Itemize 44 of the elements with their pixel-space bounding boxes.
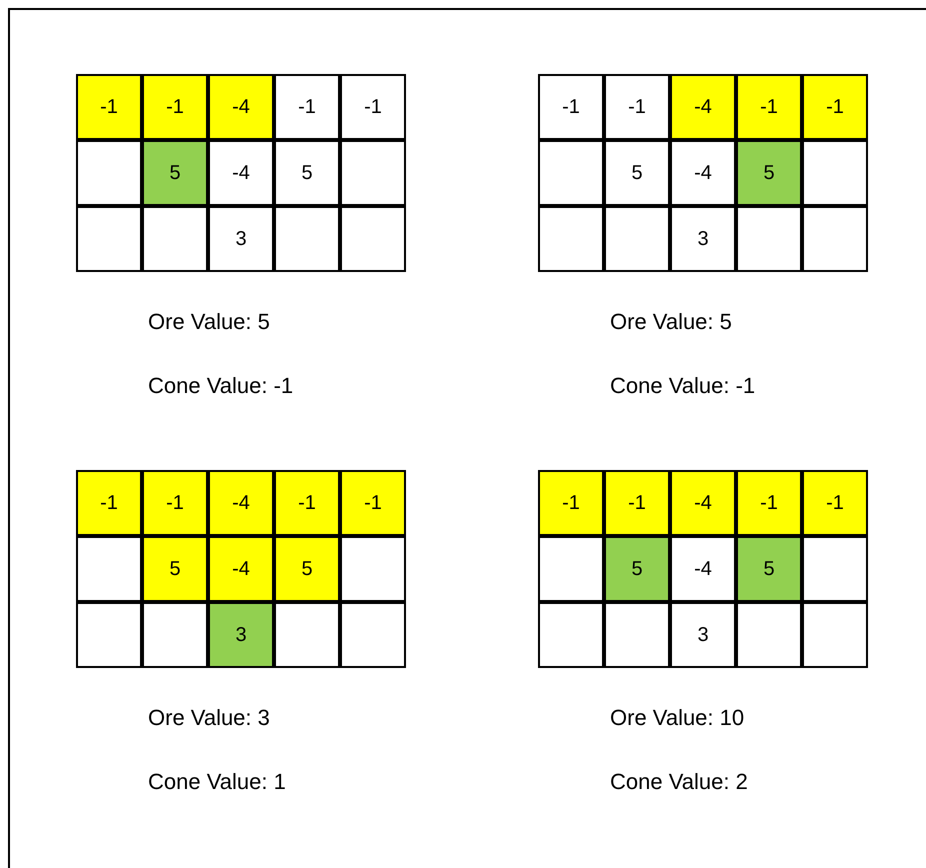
table-cell: 5 bbox=[274, 140, 340, 206]
cone-value-text: Cone Value: -1 bbox=[148, 373, 294, 399]
table-cell: -1 bbox=[736, 74, 802, 140]
table-cell: -1 bbox=[802, 470, 868, 536]
table-cell: -1 bbox=[340, 470, 406, 536]
table-cell: -1 bbox=[274, 470, 340, 536]
table-cell: 3 bbox=[670, 602, 736, 668]
table-cell: -4 bbox=[208, 536, 274, 602]
table-cell: -4 bbox=[208, 470, 274, 536]
table-cell: 3 bbox=[208, 206, 274, 272]
table-cell: -4 bbox=[670, 74, 736, 140]
table-cell: -1 bbox=[340, 74, 406, 140]
table-cell: -1 bbox=[142, 470, 208, 536]
table-cell: -4 bbox=[670, 470, 736, 536]
cone-value-text: Cone Value: -1 bbox=[610, 373, 756, 399]
table-cell: -1 bbox=[736, 470, 802, 536]
cone-value-text: Cone Value: 2 bbox=[610, 769, 748, 795]
table-cell: -4 bbox=[670, 140, 736, 206]
ore-value-text: Ore Value: 3 bbox=[148, 705, 270, 731]
table-cell: 5 bbox=[142, 536, 208, 602]
table-cell: -1 bbox=[76, 74, 142, 140]
table-cell: 5 bbox=[142, 140, 208, 206]
table-cell: -1 bbox=[142, 74, 208, 140]
table-cell: -1 bbox=[76, 470, 142, 536]
table-cell: -1 bbox=[802, 74, 868, 140]
ore-value-text: Ore Value: 10 bbox=[610, 705, 744, 731]
table-cell: 3 bbox=[670, 206, 736, 272]
ore-value-text: Ore Value: 5 bbox=[148, 309, 270, 335]
table-cell: -1 bbox=[604, 470, 670, 536]
table-cell: -1 bbox=[538, 470, 604, 536]
table-cell: 5 bbox=[736, 140, 802, 206]
table-cell: -1 bbox=[604, 74, 670, 140]
table-cell: 3 bbox=[208, 602, 274, 668]
table-cell: 5 bbox=[604, 140, 670, 206]
table-cell: -1 bbox=[538, 74, 604, 140]
table-cell: -4 bbox=[670, 536, 736, 602]
table-cell: -4 bbox=[208, 140, 274, 206]
cone-value-text: Cone Value: 1 bbox=[148, 769, 286, 795]
table-cell: 5 bbox=[736, 536, 802, 602]
table-cell: -1 bbox=[274, 74, 340, 140]
ore-value-text: Ore Value: 5 bbox=[610, 309, 732, 335]
table-cell: -4 bbox=[208, 74, 274, 140]
table-cell: 5 bbox=[274, 536, 340, 602]
table-cell: 5 bbox=[604, 536, 670, 602]
